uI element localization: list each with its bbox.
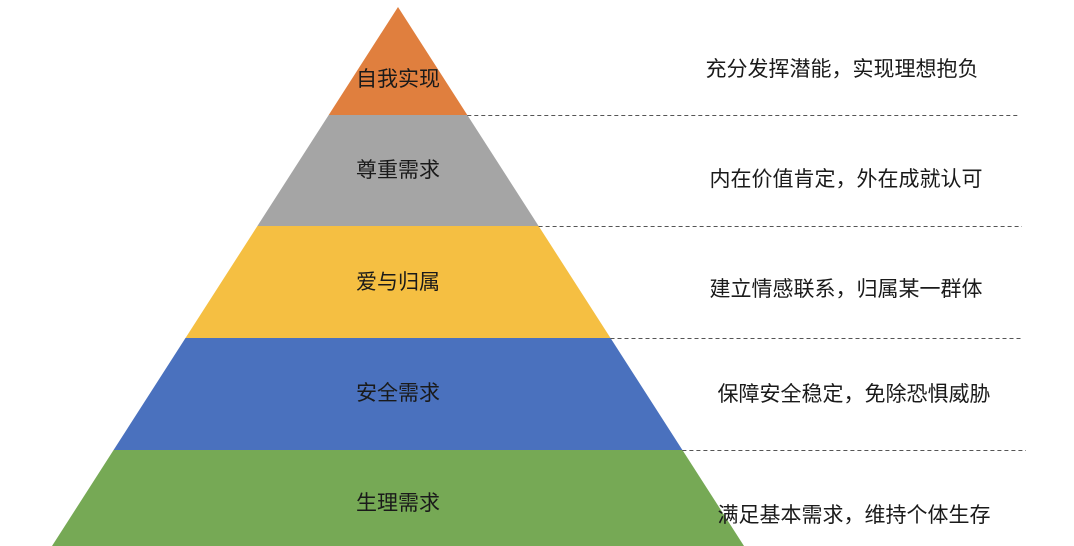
- level-dividers: [467, 115, 1026, 451]
- pyramid-band-physiological: [52, 450, 744, 546]
- description-safety: 保障安全稳定，免除恐惧威胁: [718, 382, 991, 406]
- level-label-esteem: 尊重需求: [356, 158, 440, 182]
- pyramid-bands: [52, 7, 744, 546]
- pyramid-band-love-belonging: [185, 226, 611, 338]
- level-label-self-actualization: 自我实现: [356, 67, 440, 91]
- level-label-physiological: 生理需求: [356, 491, 440, 515]
- level-label-love-belonging: 爱与归属: [356, 270, 440, 294]
- description-self-actualization: 充分发挥潜能，实现理想抱负: [706, 57, 979, 81]
- description-esteem: 内在价值肯定，外在成就认可: [710, 167, 983, 191]
- pyramid-band-esteem: [257, 115, 539, 226]
- description-love-belonging: 建立情感联系，归属某一群体: [710, 277, 983, 301]
- level-descriptions: 充分发挥潜能，实现理想抱负 内在价值肯定，外在成就认可 建立情感联系，归属某一群…: [706, 57, 991, 527]
- level-labels: 自我实现 尊重需求 爱与归属 安全需求 生理需求: [356, 67, 440, 515]
- level-label-safety: 安全需求: [356, 381, 440, 405]
- description-physiological: 满足基本需求，维持个体生存: [718, 503, 991, 527]
- pyramid-band-safety: [113, 338, 683, 450]
- pyramid-band-self-actualization: [328, 7, 468, 115]
